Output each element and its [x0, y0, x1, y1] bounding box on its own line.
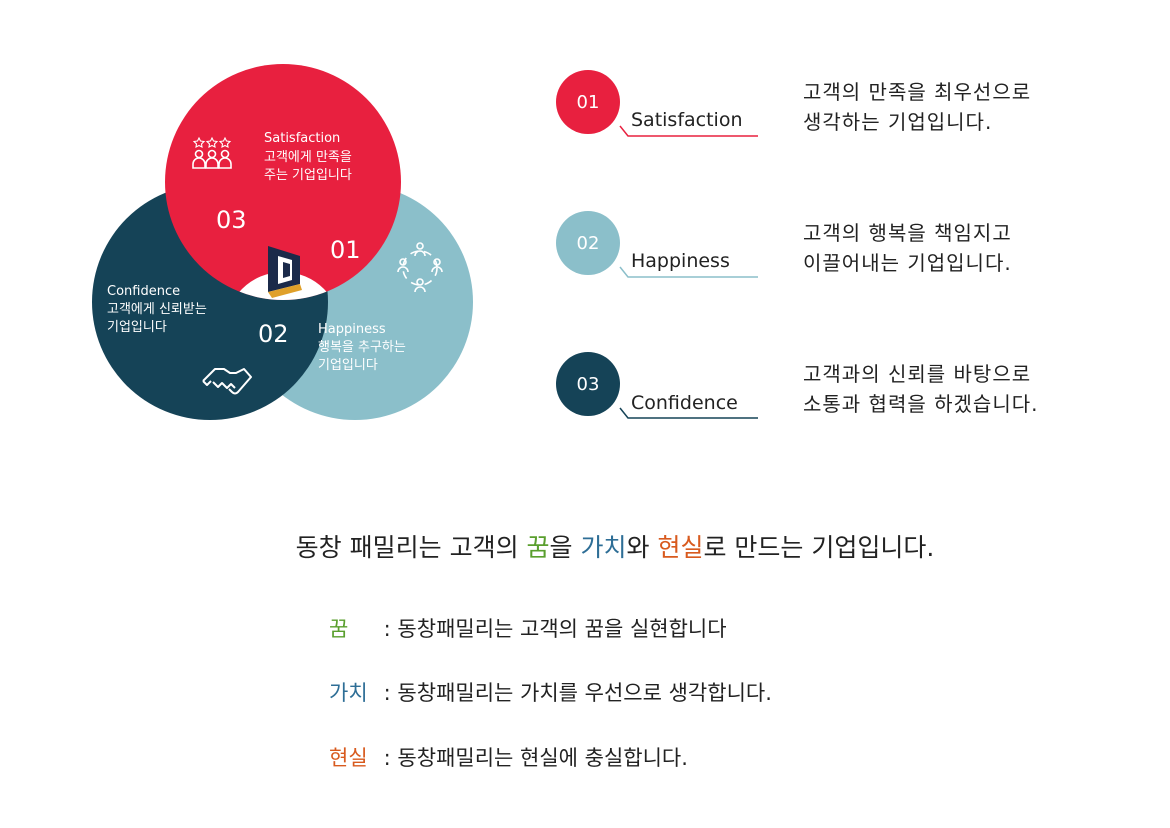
venn-diagram: Satisfaction 고객에게 만족을 주는 기업입니다 01 03 Con… — [92, 64, 473, 420]
item-num-02: 02 — [556, 211, 620, 275]
definition-key: 현실 — [329, 746, 368, 770]
item-underline — [619, 125, 758, 137]
item-desc-line1: 고객의 만족을 최우선으로 — [803, 80, 1032, 104]
keyword-reality: 현실 — [657, 533, 704, 562]
definition-text: : 동창패밀리는 현실에 충실합니다. — [377, 746, 688, 770]
item-label-satisfaction: Satisfaction — [631, 109, 743, 131]
confidence-title: Confidence — [107, 284, 180, 299]
item-label-happiness: Happiness — [631, 250, 730, 272]
definition-text: : 동창패밀리는 가치를 우선으로 생각합니다. — [377, 681, 772, 705]
definition-key: 꿈 — [329, 617, 349, 641]
definition-text: : 동창패밀리는 고객의 꿈을 실현합니다 — [377, 617, 727, 641]
satisfaction-title: Satisfaction — [264, 131, 340, 146]
item-desc-line1: 고객의 행복을 책임지고 — [803, 221, 1012, 245]
keyword-dream: 꿈 — [526, 533, 550, 562]
handshake-icon — [202, 368, 252, 395]
confidence-line2: 기업입니다 — [107, 320, 167, 335]
definition-key: 가치 — [329, 681, 368, 705]
people-circle-icon — [397, 242, 443, 293]
headline: 동창 패밀리는 고객의 꿈을 가치와 현실로 만드는 기업입니다. — [0, 528, 1170, 564]
headline-part: 을 — [549, 533, 581, 562]
headline-part: 동창 패밀리는 고객의 — [295, 533, 527, 562]
headline-part: 와 — [626, 533, 658, 562]
satisfaction-num: 01 — [330, 236, 361, 264]
happiness-title: Happiness — [318, 322, 386, 337]
item-desc-line2: 소통과 협력을 하겠습니다. — [803, 392, 1039, 416]
keyword-value: 가치 — [580, 533, 627, 562]
definition-dream: 꿈 : 동창패밀리는 고객의 꿈을 실현합니다 — [329, 613, 727, 643]
happiness-line1: 행복을 추구하는 — [318, 339, 406, 355]
item-num-03: 03 — [556, 352, 620, 416]
satisfaction-line2: 주는 기업입니다 — [264, 168, 352, 183]
logo-icon — [268, 246, 302, 298]
headline-part: 로 만드는 기업입니다. — [703, 533, 935, 562]
satisfaction-line1: 고객에게 만족을 — [264, 150, 352, 165]
definition-value: 가치 : 동창패밀리는 가치를 우선으로 생각합니다. — [329, 677, 772, 707]
definition-reality: 현실 : 동창패밀리는 현실에 충실합니다. — [329, 742, 688, 772]
people-stars-icon — [192, 136, 232, 169]
item-underline — [619, 266, 758, 278]
item-num-01: 01 — [556, 70, 620, 134]
item-underline — [619, 407, 758, 419]
happiness-line2: 기업입니다 — [318, 358, 378, 373]
satisfaction-circle — [165, 64, 401, 300]
item-desc-line1: 고객과의 신뢰를 바탕으로 — [803, 362, 1032, 386]
confidence-line1: 고객에게 신뢰받는 — [107, 302, 207, 317]
item-label-confidence: Confidence — [631, 392, 738, 414]
happiness-num: 02 — [258, 320, 289, 348]
item-desc-line2: 생각하는 기업입니다. — [803, 110, 993, 134]
confidence-num: 03 — [216, 206, 247, 234]
item-desc-line2: 이끌어내는 기업입니다. — [803, 251, 1012, 275]
